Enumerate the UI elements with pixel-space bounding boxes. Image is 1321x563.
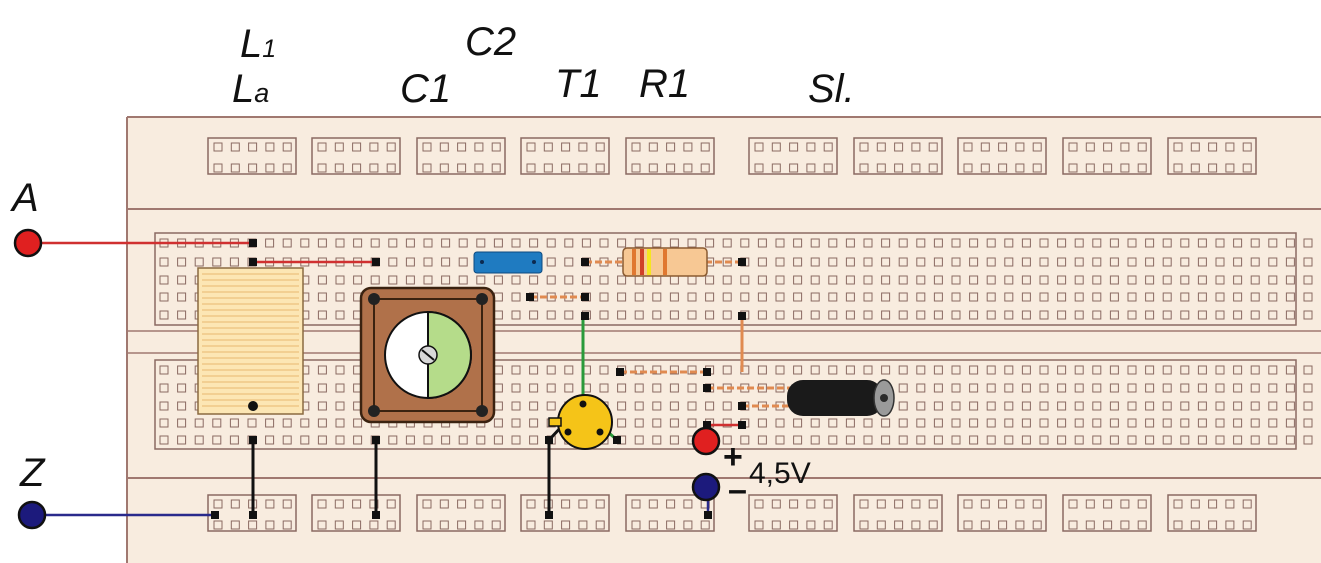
label-la: La (232, 67, 269, 111)
label-c1: C1 (400, 67, 451, 111)
component-pin (581, 258, 589, 266)
component-pin (703, 368, 711, 376)
component-pin (738, 258, 746, 266)
wires (40, 241, 790, 517)
component-pin (703, 384, 711, 392)
component-pin (738, 312, 746, 320)
component-pin (738, 402, 746, 410)
component-pin (211, 511, 219, 519)
label-terminal-z: Z (19, 451, 46, 495)
transistor-t1 (547, 394, 618, 450)
component-pin (581, 312, 589, 320)
label-terminal-a: A (10, 176, 39, 220)
label-plus: + (723, 438, 743, 476)
component-pin (372, 258, 380, 266)
component-pin (581, 293, 589, 301)
battery-plus-terminal-icon (691, 426, 721, 456)
label-r1: R1 (639, 62, 690, 106)
label-t1: T1 (555, 62, 602, 106)
earpiece-sl (787, 379, 895, 417)
component-pin (545, 511, 553, 519)
label-sl: Sl. (808, 67, 855, 111)
label-c2: C2 (465, 20, 516, 64)
component-pin (704, 511, 712, 519)
component-pin (526, 293, 534, 301)
component-pin (616, 368, 624, 376)
component-pin (372, 436, 380, 444)
label-l1: L1 (240, 22, 276, 66)
component-pin (249, 239, 257, 247)
red-terminal-icon (13, 228, 43, 258)
label-minus: – (728, 471, 747, 509)
coil-l1-la (197, 267, 304, 415)
component-pin (372, 511, 380, 519)
capacitor-c2 (473, 251, 543, 274)
variable-capacitor-c1 (359, 286, 496, 424)
capacitor-dial (427, 310, 472, 400)
component-pin (249, 436, 257, 444)
label-voltage: 4,5V (749, 457, 811, 490)
component-pin (249, 258, 257, 266)
breadboard (127, 117, 1321, 563)
resistor-r1 (622, 247, 708, 277)
component-pin (613, 436, 621, 444)
component-pin (545, 436, 553, 444)
blue-terminal-icon (17, 500, 47, 530)
battery-minus-terminal-icon (691, 472, 721, 502)
component-pins (211, 239, 746, 519)
component-pin (249, 511, 257, 519)
component-pin (703, 421, 711, 429)
component-pin (738, 421, 746, 429)
